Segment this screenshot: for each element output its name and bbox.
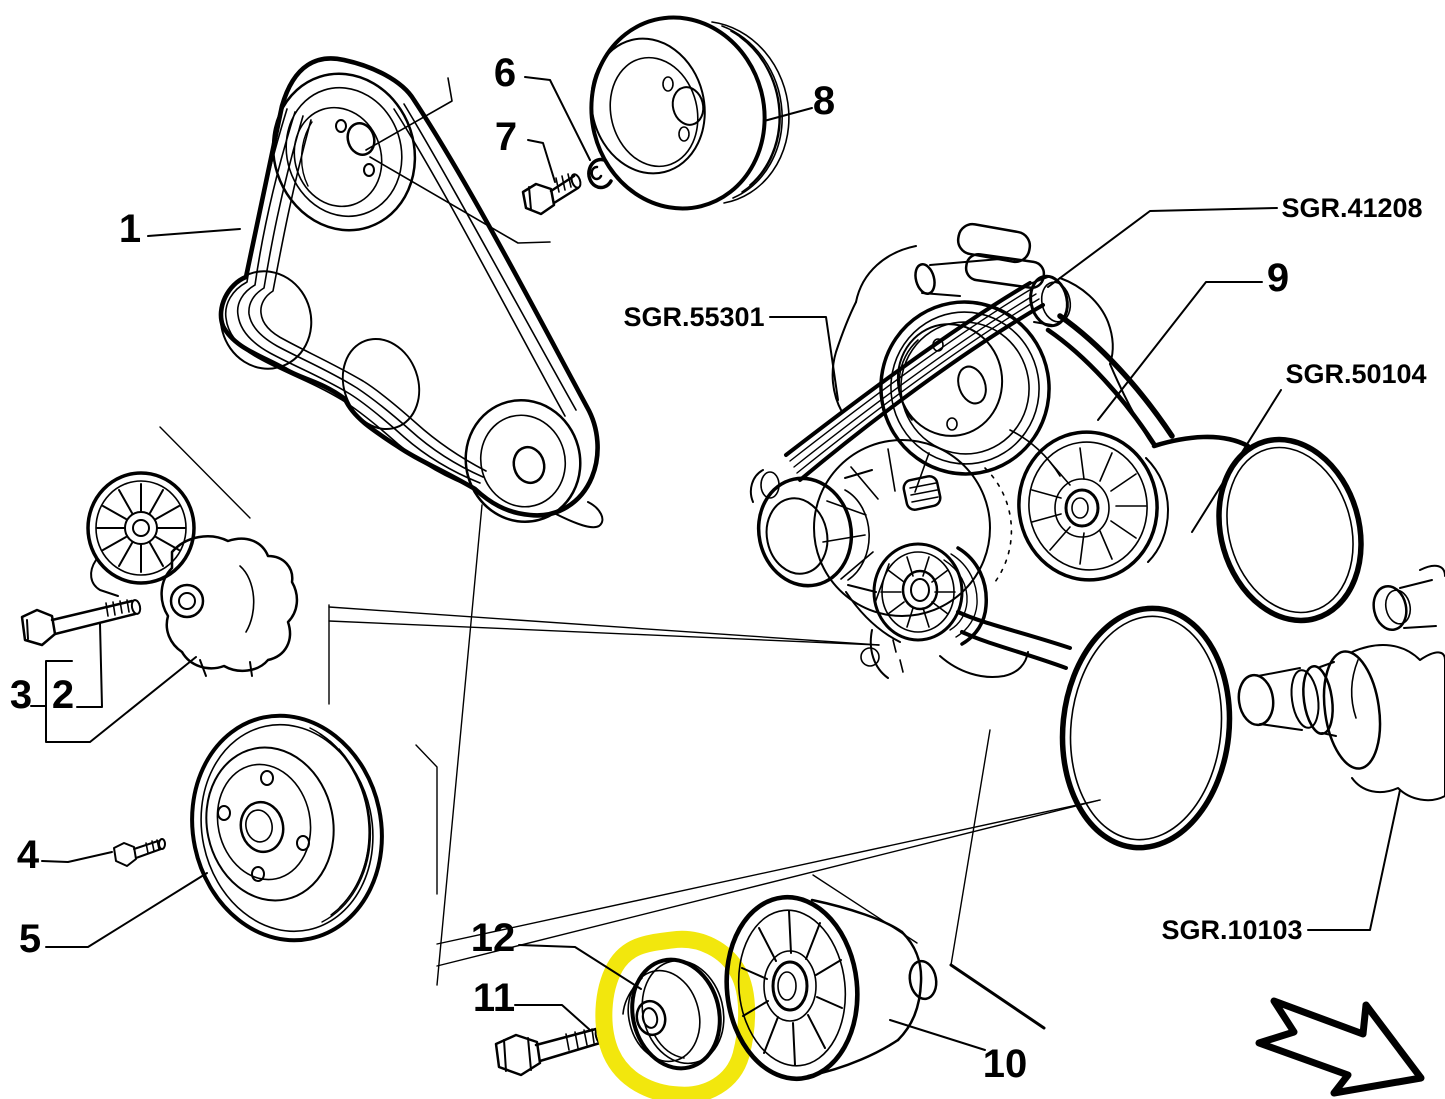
group-label-sgr-50104: SGR.50104 bbox=[1285, 359, 1426, 389]
label-2-3-bracket bbox=[30, 623, 197, 743]
idler-pulley-10 bbox=[724, 894, 938, 1082]
direction-arrow-icon bbox=[1255, 997, 1425, 1097]
mount-cylinder bbox=[749, 469, 877, 593]
alternator-housing bbox=[813, 439, 1013, 617]
leader-5 bbox=[45, 872, 208, 948]
projection-lines bbox=[159, 426, 1101, 1030]
crank-pulley-5 bbox=[41, 713, 384, 948]
part-label-5: 5 bbox=[19, 917, 41, 961]
leader-sgr-55301 bbox=[769, 316, 839, 401]
bolt-4 bbox=[113, 838, 166, 867]
leader-9 bbox=[1097, 281, 1263, 421]
pulley-8 bbox=[589, 15, 813, 211]
belt-guide-boss bbox=[1029, 274, 1072, 328]
block-idler-pulley bbox=[845, 542, 1029, 679]
part-label-1: 1 bbox=[119, 207, 141, 251]
pulley-cover-12 bbox=[622, 957, 725, 1071]
bolt-11 bbox=[494, 1027, 606, 1077]
idler-roller bbox=[219, 270, 313, 370]
labels: 1 6 7 8 3 2 4 5 9 12 11 10 SGR.41208 SGR… bbox=[10, 51, 1427, 1086]
group-label-sgr-10103: SGR.10103 bbox=[1161, 915, 1302, 945]
leader-1 bbox=[147, 228, 241, 237]
part-label-12: 12 bbox=[471, 916, 516, 960]
part-label-11: 11 bbox=[473, 976, 515, 1020]
leader-sgr-41208 bbox=[1047, 207, 1278, 288]
leader-sgr-10103 bbox=[1307, 789, 1401, 931]
highlight-circle bbox=[595, 930, 756, 1099]
fasteners-6-7 bbox=[365, 76, 613, 244]
part-label-3: 3 bbox=[10, 673, 32, 717]
part-label-8: 8 bbox=[813, 79, 835, 123]
leader-7 bbox=[527, 139, 556, 183]
part-label-2: 2 bbox=[52, 673, 74, 717]
leader-8 bbox=[763, 107, 813, 122]
leader-4 bbox=[41, 851, 113, 863]
group-label-sgr-41208: SGR.41208 bbox=[1281, 193, 1422, 223]
tensioner-pulley bbox=[86, 471, 196, 585]
lower-guide-pulley bbox=[464, 399, 604, 529]
engine-assembly bbox=[749, 222, 1445, 851]
leader-11 bbox=[514, 1004, 591, 1031]
fan-pulley bbox=[1017, 430, 1169, 582]
part-label-10: 10 bbox=[983, 1042, 1028, 1086]
washer-6 bbox=[587, 157, 613, 190]
belt-9 bbox=[943, 313, 1364, 851]
part-label-4: 4 bbox=[17, 833, 40, 877]
leader-sgr-50104 bbox=[1191, 389, 1282, 533]
part-label-9: 9 bbox=[1267, 256, 1289, 300]
leader-12 bbox=[518, 944, 642, 990]
camshaft-pulley bbox=[271, 72, 417, 232]
bolt-7 bbox=[521, 173, 582, 216]
group-label-sgr-55301: SGR.55301 bbox=[623, 302, 764, 332]
ribbed-belt-run bbox=[784, 281, 1045, 482]
belt-oval-roller bbox=[341, 337, 421, 431]
leader-6 bbox=[524, 76, 591, 161]
bolt-2 bbox=[20, 599, 142, 647]
tensioner-assembly-2-3 bbox=[20, 471, 299, 743]
leader-10 bbox=[889, 1019, 986, 1051]
part-label-7: 7 bbox=[495, 115, 517, 159]
valve-cover bbox=[914, 222, 1046, 297]
serpentine-belt-1 bbox=[147, 56, 604, 529]
sgr-leaders bbox=[769, 207, 1401, 931]
bottom-parts bbox=[494, 894, 986, 1099]
part-label-6: 6 bbox=[494, 51, 516, 95]
tensioner-body bbox=[90, 535, 299, 677]
crankshaft bbox=[1237, 564, 1445, 802]
